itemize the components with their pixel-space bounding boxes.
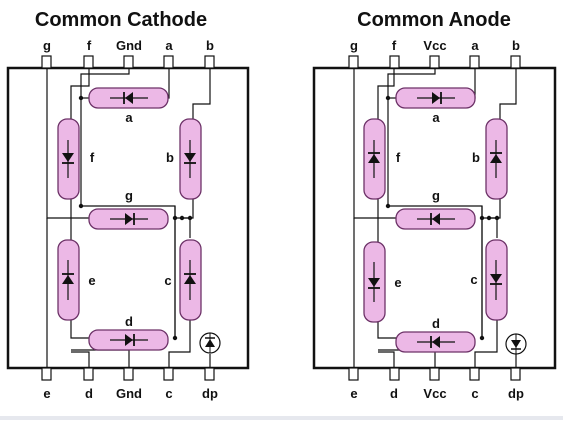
pin-label: a	[471, 38, 479, 53]
segment-g	[395, 208, 476, 230]
pin-label: b	[206, 38, 214, 53]
segment-c	[485, 239, 508, 321]
diode-icon	[62, 260, 74, 300]
pin-label: a	[165, 38, 173, 53]
pin-label: f	[392, 38, 397, 53]
diode-icon	[417, 92, 455, 104]
pin-label: e	[43, 386, 50, 401]
pin-label: Gnd	[116, 386, 142, 401]
bottom-pins	[348, 367, 521, 381]
segment-d	[88, 329, 169, 351]
pin-label: c	[471, 386, 478, 401]
junction-dots	[78, 95, 193, 341]
segment-label-c: c	[470, 272, 477, 287]
pin-label: e	[350, 386, 357, 401]
segment-label-g: g	[125, 188, 133, 203]
diode-icon	[110, 213, 148, 225]
pin-label: b	[512, 38, 520, 53]
led-icon	[505, 333, 527, 355]
segment-d	[395, 331, 476, 353]
segment-g	[88, 208, 169, 230]
diode-icon	[184, 260, 196, 300]
diode-icon	[110, 92, 148, 104]
junction-dots	[385, 95, 500, 341]
segment-label-d: d	[125, 314, 133, 329]
diode-icon	[368, 140, 380, 178]
segment-a	[395, 87, 476, 109]
segment-f	[363, 118, 386, 200]
pin-label: Gnd	[116, 38, 142, 53]
diagram-title: Common Anode	[357, 9, 511, 31]
diode-icon	[417, 336, 455, 348]
pin-label: f	[87, 38, 92, 53]
segment-label-a: a	[125, 110, 133, 125]
diode-icon	[368, 262, 380, 302]
segment-label-g: g	[432, 188, 440, 203]
segment-b	[485, 118, 508, 200]
segment-a	[88, 87, 169, 109]
pin-label: g	[350, 38, 358, 53]
pin-label: c	[165, 386, 172, 401]
pin-label: Vcc	[423, 386, 446, 401]
pin-label: d	[390, 386, 398, 401]
segment-c	[179, 239, 202, 321]
segment-e	[57, 239, 80, 321]
diode-icon	[417, 213, 455, 225]
diode-icon	[490, 140, 502, 178]
pin-label: d	[85, 386, 93, 401]
pin-label: g	[43, 38, 51, 53]
diagram-common-cathode: Common Cathode	[6, 9, 250, 401]
bottom-pins	[41, 367, 215, 381]
diode-icon	[184, 140, 196, 178]
segment-label-a: a	[432, 110, 440, 125]
segment-label-c: c	[164, 273, 171, 288]
pin-label: dp	[508, 386, 524, 401]
top-pins	[348, 55, 521, 69]
led-icon	[199, 332, 221, 354]
segment-label-b: b	[472, 150, 480, 165]
wiring	[46, 62, 211, 372]
diagram-common-anode: Common Anode	[312, 9, 557, 401]
segment-label-f: f	[396, 150, 401, 165]
segment-b	[179, 118, 202, 200]
diagram-title: Common Cathode	[35, 9, 207, 31]
pin-label: Vcc	[423, 38, 446, 53]
segment-label-b: b	[166, 150, 174, 165]
segment-label-e: e	[394, 275, 401, 290]
top-pins	[41, 55, 215, 69]
segment-e	[363, 241, 386, 323]
segment-label-e: e	[88, 273, 95, 288]
segment-f	[57, 118, 80, 200]
diode-icon	[490, 260, 502, 300]
diode-icon	[62, 140, 74, 178]
segment-label-d: d	[432, 316, 440, 331]
segment-label-f: f	[90, 150, 95, 165]
diode-icon	[110, 334, 148, 346]
pin-label: dp	[202, 386, 218, 401]
